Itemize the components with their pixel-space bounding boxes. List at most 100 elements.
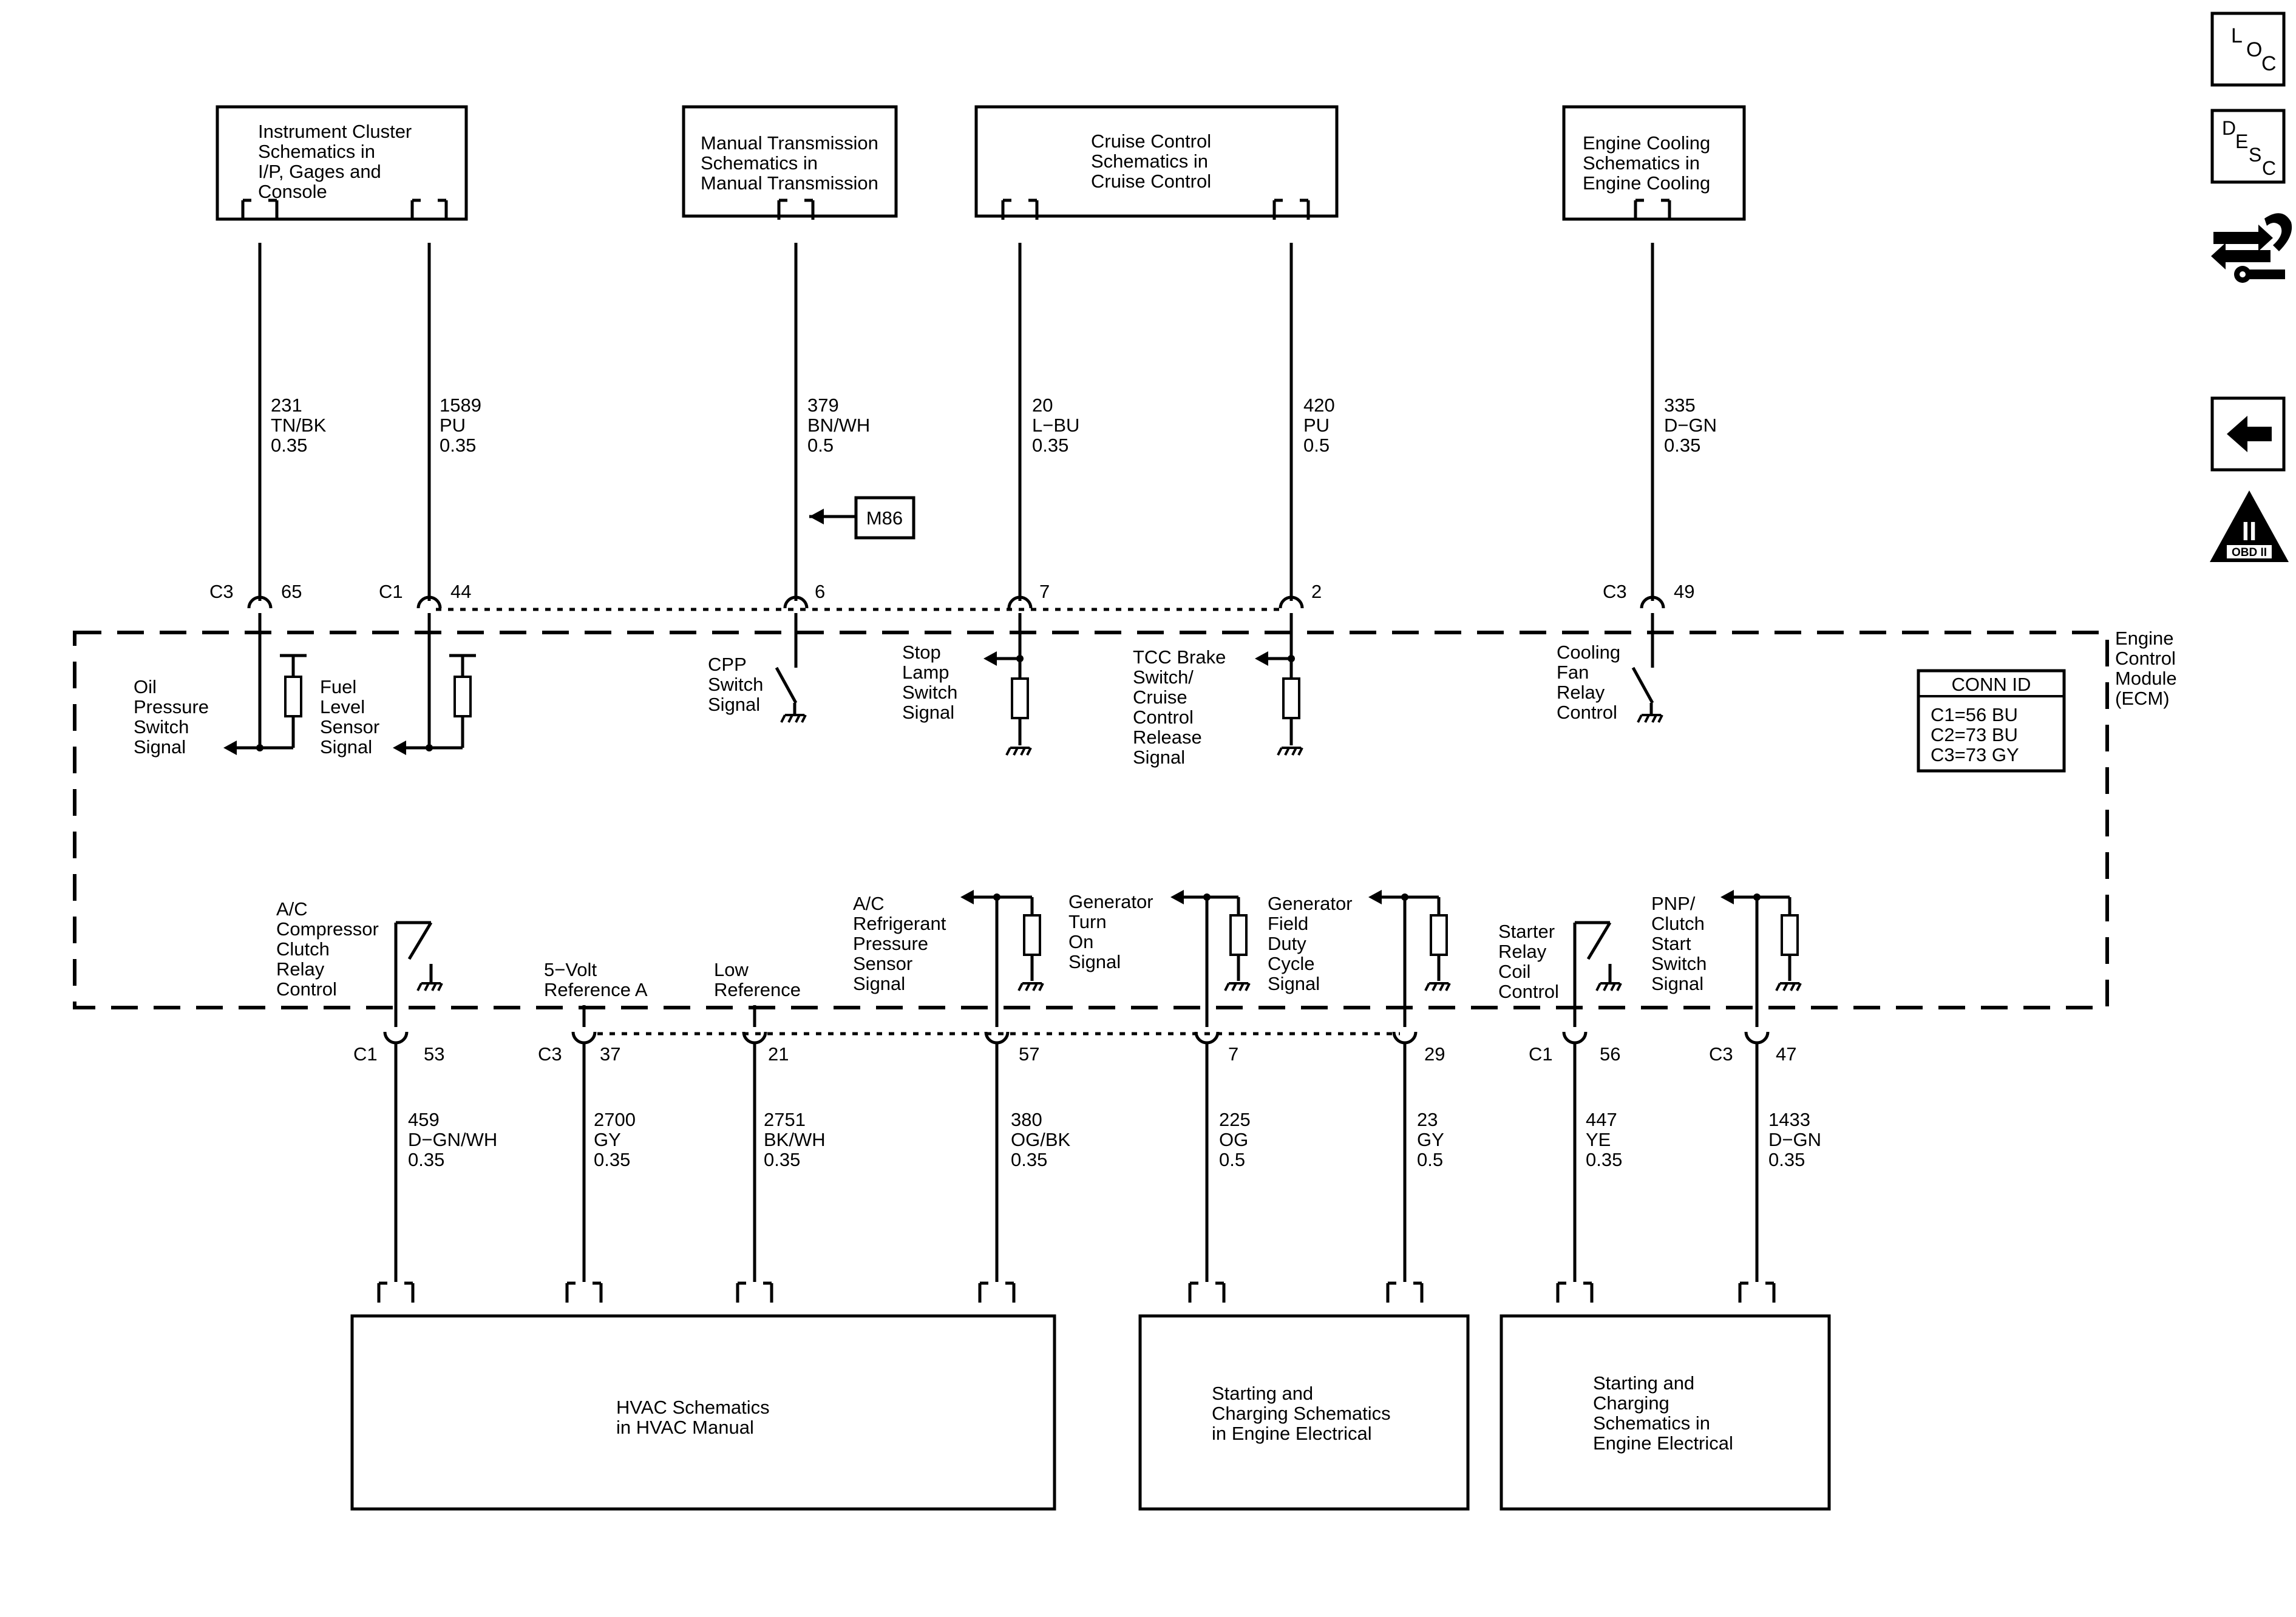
wire-gauge: 0.5 <box>1417 1149 1443 1170</box>
back-button[interactable] <box>2210 396 2286 472</box>
wrench-arrows-icon <box>2211 213 2292 283</box>
circuit-number: 231 <box>271 395 302 416</box>
wire-gauge: 0.35 <box>594 1149 630 1170</box>
box-line: in Engine Electrical <box>1212 1423 1372 1444</box>
pin-number: 29 <box>1424 1043 1445 1065</box>
box-starting-charging-1: Starting and Charging Schematics in Engi… <box>1138 1314 1470 1511</box>
signal-label-line: Signal <box>1651 973 1703 994</box>
box-line: in HVAC Manual <box>616 1417 754 1438</box>
junction-dot <box>1288 655 1295 662</box>
signal-label-line: Signal <box>134 736 186 758</box>
ground-symbol <box>1017 982 1044 991</box>
conn-id-table: CONN ID C1=56 BU C2=73 BU C3=73 GY <box>1917 669 2066 773</box>
connector-id: C3 <box>538 1043 562 1065</box>
signal-label-line: Signal <box>1268 973 1320 994</box>
box-line: Cruise Control <box>1091 171 1211 192</box>
signal-label-line: Switch <box>708 674 763 695</box>
loc-button[interactable]: L O C <box>2210 12 2286 87</box>
signal-label-line: Sensor <box>853 953 912 974</box>
desc-letter: C <box>2262 157 2276 179</box>
box-line: Starting and <box>1212 1383 1313 1404</box>
signal-label-line: Control <box>1557 702 1617 723</box>
signal-label-line: Signal <box>902 702 954 723</box>
signal-label-line: Switch/ <box>1133 666 1194 688</box>
box-line: I/P, Gages and <box>258 161 381 182</box>
junction-dot <box>993 893 1000 901</box>
signal-label-line: Fan <box>1557 662 1589 683</box>
wire-gauge: 0.35 <box>764 1149 800 1170</box>
signal-label-line: TCC Brake <box>1133 646 1226 668</box>
signal-label-line: Sensor <box>320 716 379 737</box>
loc-letter: O <box>2246 38 2262 61</box>
signal-label-line: Refrigerant <box>853 913 946 934</box>
signal-arrow <box>1720 890 1734 904</box>
junction-dot <box>256 744 263 751</box>
signal-label-line: Lamp <box>902 662 949 683</box>
signal-label-line: Signal <box>853 973 905 994</box>
signal-label-line: Oil <box>134 676 157 697</box>
bottom-wire-4: 380OG/BK0.3557A/CRefrigerantPressureSens… <box>853 890 1071 1303</box>
wire-color: GY <box>594 1129 621 1150</box>
circuit-number: 380 <box>1011 1109 1042 1130</box>
wire-gauge: 0.35 <box>408 1149 444 1170</box>
wire-gauge: 0.35 <box>1032 435 1068 456</box>
box-line: Manual Transmission <box>701 172 878 194</box>
connector-id: C3 <box>1603 581 1627 602</box>
box-line: Manual Transmission <box>701 132 878 154</box>
connector-id: C1 <box>1529 1043 1553 1065</box>
wire-gauge: 0.35 <box>440 435 476 456</box>
signal-label-line: Relay <box>1498 941 1547 962</box>
pin-number: 65 <box>281 581 302 602</box>
box-line: Schematics in <box>258 141 375 162</box>
wire-color: D−GN <box>1664 415 1717 436</box>
ground-symbol <box>780 714 807 723</box>
loc-icon: L O C <box>2231 24 2277 75</box>
pin-number: 57 <box>1019 1043 1039 1065</box>
box-line: HVAC Schematics <box>616 1397 770 1418</box>
circuit-number: 459 <box>408 1109 440 1130</box>
pin-number: 49 <box>1674 581 1694 602</box>
box-line: Engine Electrical <box>1593 1432 1733 1454</box>
circuit-number: 23 <box>1417 1109 1438 1130</box>
pullup-resistor <box>1023 914 1041 956</box>
desc-button[interactable]: D E S C <box>2210 109 2286 184</box>
signal-label-line: Turn <box>1068 911 1107 932</box>
box-line: Cruise Control <box>1091 131 1211 152</box>
conn-id-row-1: C1=56 BU <box>1931 704 2018 725</box>
repair-button[interactable] <box>2207 206 2292 285</box>
circuit-number: 20 <box>1032 395 1053 416</box>
obd-ii-button[interactable]: II OBD II <box>2210 490 2289 562</box>
wire-color: YE <box>1586 1129 1611 1150</box>
signal-label-line: Control <box>276 978 337 1000</box>
ecm-label-line-3: Module <box>2115 668 2177 689</box>
wire-color: D−GN/WH <box>408 1129 497 1150</box>
signal-label-line: Switch <box>1651 953 1707 974</box>
box-line: Console <box>258 181 327 202</box>
wire-gauge: 0.5 <box>1303 435 1330 456</box>
loc-letter: C <box>2261 52 2277 75</box>
pullup-resistor <box>1430 914 1448 956</box>
connector-terminal <box>383 1031 409 1045</box>
connector-id: C3 <box>209 581 234 602</box>
conn-id-title: CONN ID <box>1952 674 2031 695</box>
signal-label-line: A/C <box>276 898 308 920</box>
box-line: Charging Schematics <box>1212 1403 1391 1424</box>
signal-label-line: A/C <box>853 893 885 914</box>
connector-terminal <box>571 1031 597 1045</box>
pin-number: 44 <box>450 581 471 602</box>
conn-id-row-3: C3=73 GY <box>1931 744 2019 765</box>
signal-label-line: Stop <box>902 642 941 663</box>
desc-letter: D <box>2222 117 2236 139</box>
connector-terminal <box>1744 1031 1770 1045</box>
connector-terminal <box>1562 1031 1588 1045</box>
signal-label-line: CPP <box>708 654 747 675</box>
box-line: Schematics in <box>701 152 818 174</box>
